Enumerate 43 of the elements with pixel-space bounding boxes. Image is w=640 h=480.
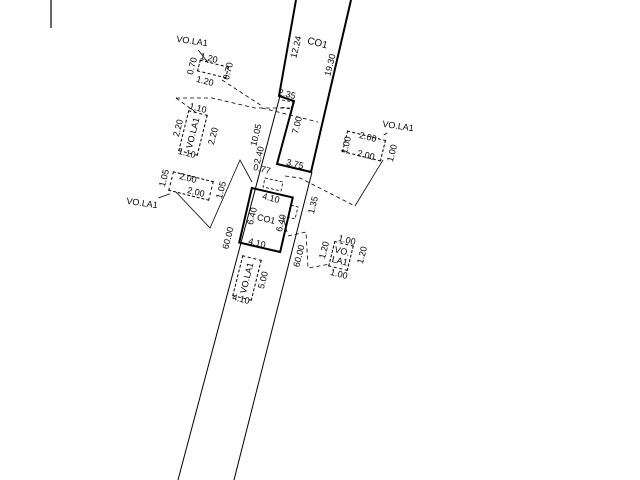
dimension-label: 1.05 xyxy=(214,180,228,200)
dimension-label: 19.30 xyxy=(322,52,338,78)
callout-label: VO.LA1 xyxy=(175,33,209,51)
dimension-label: 0.70 xyxy=(221,61,235,81)
building-outline xyxy=(275,0,353,174)
dimension-label: 1.10 xyxy=(188,101,208,115)
dimension-label: 2.20 xyxy=(206,126,220,146)
dimension-label: 60.00 xyxy=(220,226,236,250)
building-outline xyxy=(238,186,294,254)
dimension-label: 3.75 xyxy=(285,157,305,171)
dimension-label: 2.00 xyxy=(358,130,378,144)
leader-line xyxy=(383,132,388,136)
dimension-label: 1.05 xyxy=(157,168,171,188)
leader-line xyxy=(158,193,170,198)
dimension-label: 5.00 xyxy=(256,270,270,290)
leader-line xyxy=(196,48,209,64)
dimension-label: 6.40 xyxy=(274,213,288,233)
dimension-label: 4.10 xyxy=(231,292,251,306)
dimension-label: 1.00 xyxy=(337,233,357,247)
dimension-label: 1.00 xyxy=(385,143,399,163)
dimension-label: 7.00 xyxy=(290,115,304,135)
building-label: CO1 xyxy=(306,34,330,54)
dashed-outline xyxy=(168,171,214,201)
dimension-label: 1.20 xyxy=(199,51,219,65)
dimension-label: 10.05 xyxy=(248,122,264,148)
dimension-label: 2.20 xyxy=(171,118,185,138)
dimension-label: 4.10 xyxy=(261,191,281,205)
area-label: VO.LA1 xyxy=(238,262,256,294)
building-label: CO1 xyxy=(256,212,276,226)
callout-label: VO.LA1 xyxy=(381,118,415,136)
dimension-label: 1.35 xyxy=(306,195,320,215)
dimension-label: 1.20 xyxy=(317,240,331,260)
dimension-label: 60.00 xyxy=(291,244,307,268)
dimension-label: 1.00 xyxy=(329,267,349,281)
dimension-label: 0.70 xyxy=(185,56,199,76)
dimension-label: 12.24 xyxy=(288,34,304,60)
dimension-label: 6.40 xyxy=(245,206,259,226)
dimension-label: 1.20 xyxy=(195,74,215,88)
dimension-label: 2.00 xyxy=(186,185,206,199)
dimension-label: 2.00 xyxy=(356,148,376,162)
dimension-label: 2.40 xyxy=(252,145,266,165)
area-label: VO.LA1 xyxy=(330,244,351,268)
dimension-label: 1.20 xyxy=(355,245,369,265)
